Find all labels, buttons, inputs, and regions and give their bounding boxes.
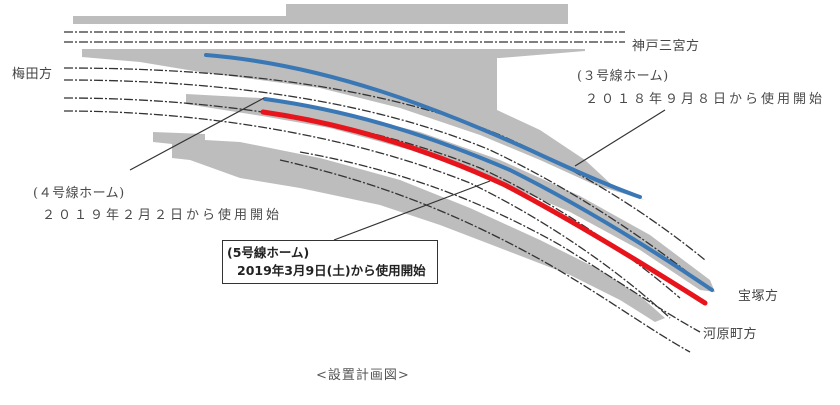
platform-structures: [73, 4, 715, 322]
platform-4-line: [263, 97, 714, 292]
direction-takarazuka: 宝塚方: [738, 289, 779, 304]
upper-platform: [82, 49, 645, 200]
platform-5-line: [260, 109, 708, 306]
lower-structure: [153, 132, 665, 322]
direction-kobe-sannomiya: 神戸三宮方: [632, 39, 700, 54]
track-curve-3: [63, 97, 681, 299]
platform-5-date: 2019年3月9日(土)から使用開始: [237, 263, 426, 278]
track-lines: [63, 31, 706, 353]
platform-5-name: (5号線ホーム): [227, 245, 310, 260]
platform-3-name: (３号線ホーム): [577, 69, 669, 84]
top-structure: [73, 4, 568, 24]
platform-3-date: ２０１８年９月８日から使用開始: [585, 92, 826, 107]
track-curve-4: [63, 110, 671, 319]
track-curve-7: [279, 159, 691, 353]
diagram-caption: <設置計画図>: [316, 368, 410, 383]
direction-umeda: 梅田方: [12, 67, 53, 82]
platform-5-callout: (5号線ホーム) 2019年3月9日(土)から使用開始: [222, 240, 438, 284]
platform-4-date: ２０１９年２月２日から使用開始: [42, 208, 283, 223]
leader-platform-5: [333, 180, 491, 241]
platform-4-name: (４号線ホーム): [33, 186, 125, 201]
track-curve-2: [63, 79, 696, 279]
leader-platform-3: [574, 109, 666, 167]
track-curve-6: [299, 151, 701, 333]
direction-kawaramachi: 河原町方: [703, 327, 758, 342]
leader-platform-4: [129, 97, 265, 171]
platform-3-line: [204, 53, 642, 199]
leader-lines: [129, 97, 666, 241]
